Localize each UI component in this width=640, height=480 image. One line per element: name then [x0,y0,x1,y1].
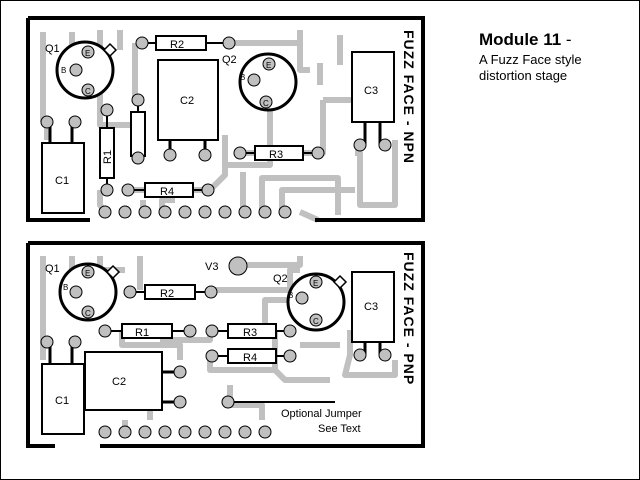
npn-resistor-vertical-2 [130,93,146,165]
pnp-c3-capacitor: C3 [351,271,395,362]
pnp-r3-label: R3 [243,327,257,339]
pnp-q2-pin-c: C [313,317,319,326]
npn-r1-label: R1 [102,150,114,164]
pnp-note-line1: Optional Jumper [281,408,362,420]
subtitle-line-2: distortion stage [479,68,568,83]
npn-q2-pin-b: B [240,73,245,82]
pnp-v3-pad: V3 [205,256,248,276]
pnp-r2-resistor: R2 [123,284,218,300]
npn-c3-label: C3 [364,85,378,97]
npn-r3-resistor: R3 [233,145,325,161]
npn-q1-pin-b: B [61,66,66,75]
pnp-c1-label: C1 [55,395,69,407]
npn-board-outline-a [28,16,425,222]
npn-r4-label: R4 [160,186,174,198]
subtitle-line-1: A Fuzz Face style [479,52,582,67]
pnp-r2-label: R2 [160,288,174,300]
npn-c2-label: C2 [180,95,194,107]
pnp-q1-transistor: Q1 E B C [45,262,121,322]
npn-q1-transistor: Q1 E B C [45,40,118,100]
npn-c1-label: C1 [55,175,69,187]
pnp-q1-pin-c: C [85,309,91,318]
pnp-v3-label: V3 [205,261,218,273]
pnp-r1-label: R1 [135,327,149,339]
npn-r2-resistor: R2 [135,35,236,51]
pnp-q2-transistor: Q2 E B C [273,272,348,332]
npn-c3-capacitor: C3 [351,51,395,152]
pnp-c2-label: C2 [112,376,126,388]
npn-r3-label: R3 [269,149,283,161]
pnp-header-pins [98,425,272,439]
module-title: Module 11 - [479,30,572,50]
pnp-note-line2: See Text [318,423,361,435]
module-title-dash: - [561,30,572,49]
pnp-q2-pin-e: E [313,279,318,288]
pnp-q2-pin-b: B [288,291,293,300]
npn-q1-pin-e: E [85,49,90,58]
board-pnp: V3 Q1 E B C Q2 E [26,241,425,448]
npn-c1-capacitor: C1 [40,115,85,214]
pnp-c3-label: C3 [364,301,378,313]
module-title-text: Module 11 [479,30,562,49]
npn-r2-label: R2 [170,39,184,51]
pnp-c2-capacitor: C2 [84,351,187,411]
pnp-q1-label: Q1 [45,263,60,275]
npn-board-outline-b [26,18,90,222]
pnp-optional-jumper: Optional Jumper See Text [221,395,362,435]
npn-side-label: FUZZ FACE - NPN [401,30,417,164]
npn-q2-pin-c: C [263,99,269,108]
pnp-q1-pin-e: E [85,269,90,278]
npn-q1-pin-c: C [85,87,91,96]
pnp-r4-label: R4 [243,352,257,364]
pnp-side-label: FUZZ FACE - PNP [401,252,417,385]
npn-q2-label: Q2 [222,54,237,66]
npn-header-pins [98,205,292,219]
pnp-board-outline-b [26,243,55,448]
npn-q2-pin-e: E [266,61,271,70]
pnp-q1-pin-b: B [63,283,68,292]
npn-q1-label: Q1 [45,43,60,55]
board-npn: Q1 E B C Q2 E B C R2 [26,16,425,223]
pnp-r3-resistor: R3 [205,323,297,339]
pnp-c1-capacitor: C1 [40,335,85,435]
npn-c2-capacitor: C2 [157,59,219,162]
npn-r1-resistor: R1 [99,103,115,197]
pnp-r1-resistor: R1 [98,323,197,339]
pnp-r4-resistor: R4 [205,348,297,364]
module-subtitle: A Fuzz Face style distortion stage [479,52,639,84]
pnp-board-outline-a [28,241,425,448]
npn-r4-resistor: R4 [121,182,215,198]
pnp-q2-label: Q2 [273,273,288,285]
npn-q2-transistor: Q2 E B C [222,52,298,112]
